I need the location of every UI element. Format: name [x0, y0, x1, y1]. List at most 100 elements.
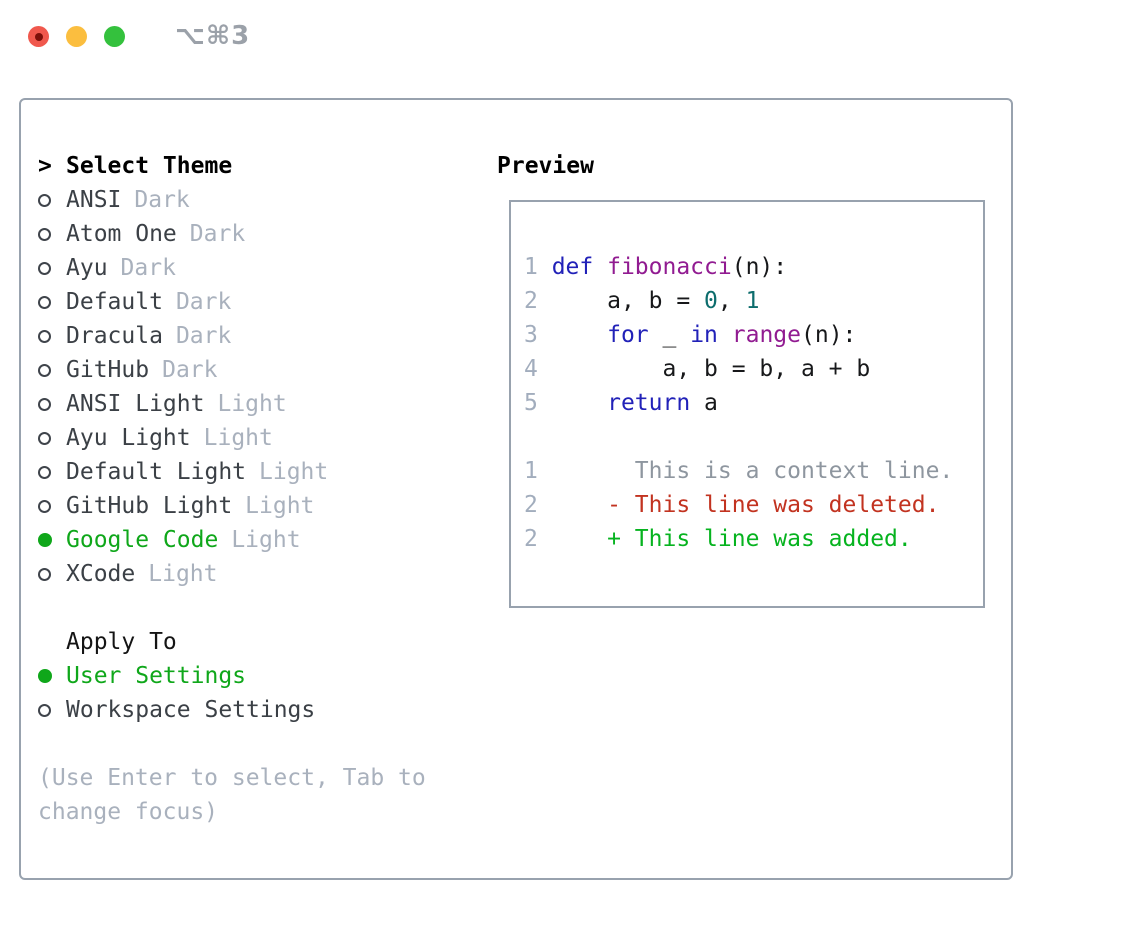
code-token-gut: 3 — [524, 322, 552, 348]
code-token-kw: def — [551, 254, 608, 280]
option-label: Dracula — [66, 323, 163, 349]
preview-code-line: 2 + This line was added. — [524, 522, 983, 556]
zoom-button[interactable] — [104, 26, 125, 47]
option-label: User Settings — [66, 663, 247, 689]
minimize-button[interactable] — [66, 26, 87, 47]
option-label: Workspace Settings — [66, 697, 316, 723]
option-label: GitHub Light — [66, 493, 233, 519]
radio-icon — [38, 295, 66, 309]
code-token-pln: (n): — [731, 254, 788, 280]
option-label: XCode — [66, 561, 136, 587]
code-token-kw: return — [607, 390, 691, 416]
code-token-fn: range — [731, 322, 801, 348]
code-token-gut: 1 — [524, 254, 552, 280]
variant-badge: Light — [203, 425, 273, 451]
option-label: ANSI — [66, 187, 122, 213]
code-token-add: + This line was added. — [551, 526, 912, 552]
preview-code-line: 4 a, b = b, a + b — [524, 352, 983, 386]
select-theme-header: > Select Theme — [38, 149, 232, 183]
theme-option-ansi[interactable]: ANSI Dark — [38, 183, 328, 217]
preview-title: Preview — [497, 153, 594, 179]
option-label: Default — [66, 289, 163, 315]
option-label: Default Light — [66, 459, 247, 485]
radio-icon — [38, 465, 66, 479]
code-token-del: - This line was deleted. — [551, 492, 940, 518]
apply-to-title: Apply To — [66, 629, 177, 655]
option-label: Ayu Light — [66, 425, 191, 451]
code-token-gut: 1 — [524, 458, 552, 484]
radio-icon — [38, 567, 66, 581]
code-token-gut: 5 — [524, 390, 552, 416]
theme-option-github-light[interactable]: GitHub Light Light — [38, 489, 328, 523]
option-label: Ayu — [66, 255, 108, 281]
theme-option-atom-one[interactable]: Atom One Dark — [38, 217, 328, 251]
preview-code-line: 3 for _ in range(n): — [524, 318, 983, 352]
code-token-pln: a — [690, 390, 718, 416]
variant-badge: Dark — [120, 255, 176, 281]
theme-option-xcode[interactable]: XCode Light — [38, 557, 328, 591]
variant-badge: Light — [217, 391, 287, 417]
option-label: ANSI Light — [66, 391, 205, 417]
help-line: (Use Enter to select, Tab to — [38, 765, 426, 791]
variant-badge: Dark — [134, 187, 190, 213]
theme-option-default[interactable]: Default Dark — [38, 285, 328, 319]
theme-option-ansi-light[interactable]: ANSI Light Light — [38, 387, 328, 421]
theme-option-ayu[interactable]: Ayu Dark — [38, 251, 328, 285]
code-token-pln — [718, 322, 732, 348]
theme-option-default-light[interactable]: Default Light Light — [38, 455, 328, 489]
variant-badge: Dark — [189, 221, 246, 247]
code-token-gut: 2 — [524, 492, 552, 518]
radio-icon — [38, 703, 66, 717]
code-token-gut: 4 — [524, 356, 552, 382]
option-label: GitHub — [66, 357, 150, 383]
option-label: Google Code — [66, 527, 219, 553]
code-token-pln: , — [717, 288, 746, 314]
variant-badge: Light — [148, 561, 218, 587]
apply-option-workspace-settings[interactable]: Workspace Settings — [38, 693, 315, 727]
code-token-gut: 2 — [524, 288, 552, 314]
preview-code-line: 1 This is a context line. — [524, 454, 983, 488]
apply-option-user-settings[interactable]: User Settings — [38, 659, 315, 693]
window-title-shortcut: ⌥⌘3 — [175, 21, 251, 51]
code-token-kw: in — [690, 322, 718, 348]
code-token-pln: a, b = b, a + b — [551, 356, 871, 382]
close-button[interactable] — [28, 26, 49, 47]
radio-icon — [38, 431, 66, 445]
radio-icon — [38, 329, 66, 343]
code-token-ctx: This is a context line. — [551, 458, 954, 484]
code-token-lit: 1 — [745, 288, 760, 314]
option-label: Atom One — [66, 221, 177, 247]
preview-code-line: 2 - This line was deleted. — [524, 488, 983, 522]
variant-badge: Dark — [175, 289, 232, 315]
variant-badge: Light — [259, 459, 329, 485]
code-token-pln — [552, 390, 607, 416]
radio-icon — [38, 227, 66, 241]
theme-option-dracula[interactable]: Dracula Dark — [38, 319, 328, 353]
theme-option-ayu-light[interactable]: Ayu Light Light — [38, 421, 328, 455]
variant-badge: Light — [231, 527, 301, 553]
code-token-fn: fibonacci — [607, 254, 732, 280]
preview-code-line: 5 return a — [524, 386, 983, 420]
radio-icon — [38, 193, 66, 207]
preview-pane: 1 def fibonacci(n): 2 a, b = 0, 1 3 for _ … — [509, 200, 985, 608]
radio-selected-icon — [38, 533, 66, 547]
titlebar: ⌥⌘3 — [28, 21, 251, 51]
radio-icon — [38, 499, 66, 513]
code-token-pln: a, b = — [551, 288, 705, 314]
preview-code-line: 1 def fibonacci(n): — [524, 250, 983, 284]
radio-icon — [38, 261, 66, 275]
variant-badge: Light — [245, 493, 315, 519]
code-token-lit: 0 — [704, 288, 718, 314]
code-token-pln: _ — [648, 322, 691, 348]
code-token-pln — [552, 322, 607, 348]
radio-icon — [38, 363, 66, 377]
radio-icon — [38, 397, 66, 411]
preview-code-line — [524, 420, 983, 454]
help-line: change focus) — [38, 799, 219, 825]
variant-badge: Dark — [175, 323, 232, 349]
theme-option-google-code[interactable]: Google Code Light — [38, 523, 328, 557]
code-token-gut: 2 — [524, 526, 552, 552]
